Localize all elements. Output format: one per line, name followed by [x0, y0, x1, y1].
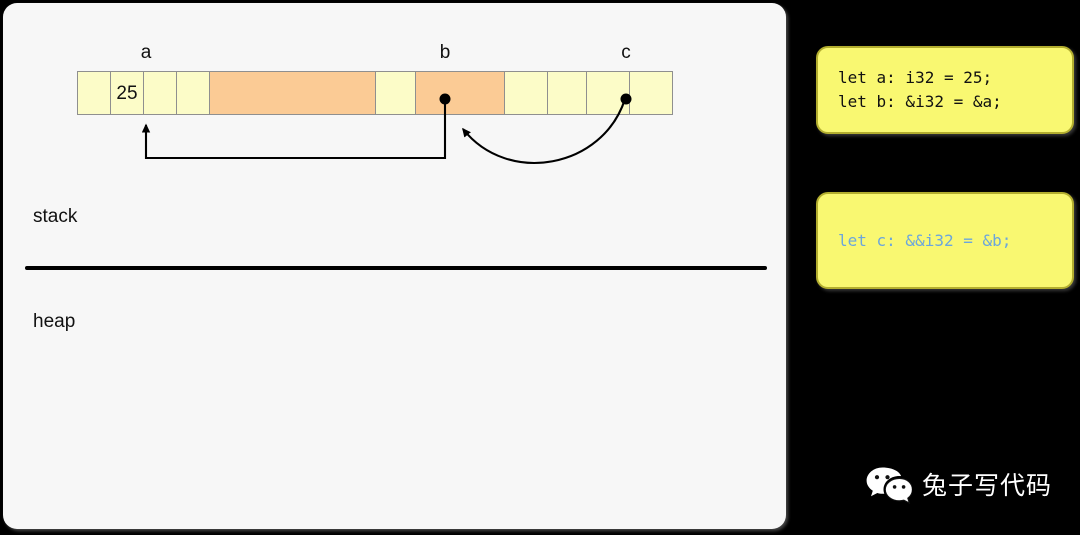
memory-cell-4 [209, 71, 376, 115]
code-box-first: let a: i32 = 25; let b: &i32 = &a; [816, 46, 1074, 134]
variable-label-b: b [439, 42, 451, 63]
memory-cell-10 [629, 71, 673, 115]
memory-cell-a: 25 [110, 71, 144, 115]
variable-label-a: a [140, 42, 152, 63]
wechat-footer: 兔子写代码 [866, 466, 1053, 505]
wechat-icon [866, 466, 913, 505]
memory-cell-b [375, 71, 416, 115]
code-line: let b: &i32 = &a; [838, 92, 1002, 111]
memory-cell-c [547, 71, 587, 115]
heap-label: heap [33, 311, 76, 332]
variable-label-c: c [621, 42, 631, 63]
memory-cell-value: 25 [116, 82, 138, 104]
diagram-panel: 25 a b c stack heap [3, 3, 786, 529]
memory-strip: 25 [77, 71, 673, 115]
memory-cell-2 [143, 71, 177, 115]
memory-cell-0 [77, 71, 111, 115]
wechat-account-name: 兔子写代码 [922, 470, 1053, 500]
memory-cell-7 [504, 71, 548, 115]
memory-cell-3 [176, 71, 210, 115]
memory-cell-6 [415, 71, 505, 115]
pointer-dot-b [439, 93, 451, 105]
code-line: let a: i32 = 25; [838, 68, 993, 87]
pointer-dot-c [620, 93, 632, 105]
stack-heap-divider [25, 266, 767, 270]
stack-label: stack [33, 206, 78, 227]
code-box-second: let c: &&i32 = &b; [816, 192, 1074, 289]
code-line: let c: &&i32 = &b; [838, 230, 1012, 250]
